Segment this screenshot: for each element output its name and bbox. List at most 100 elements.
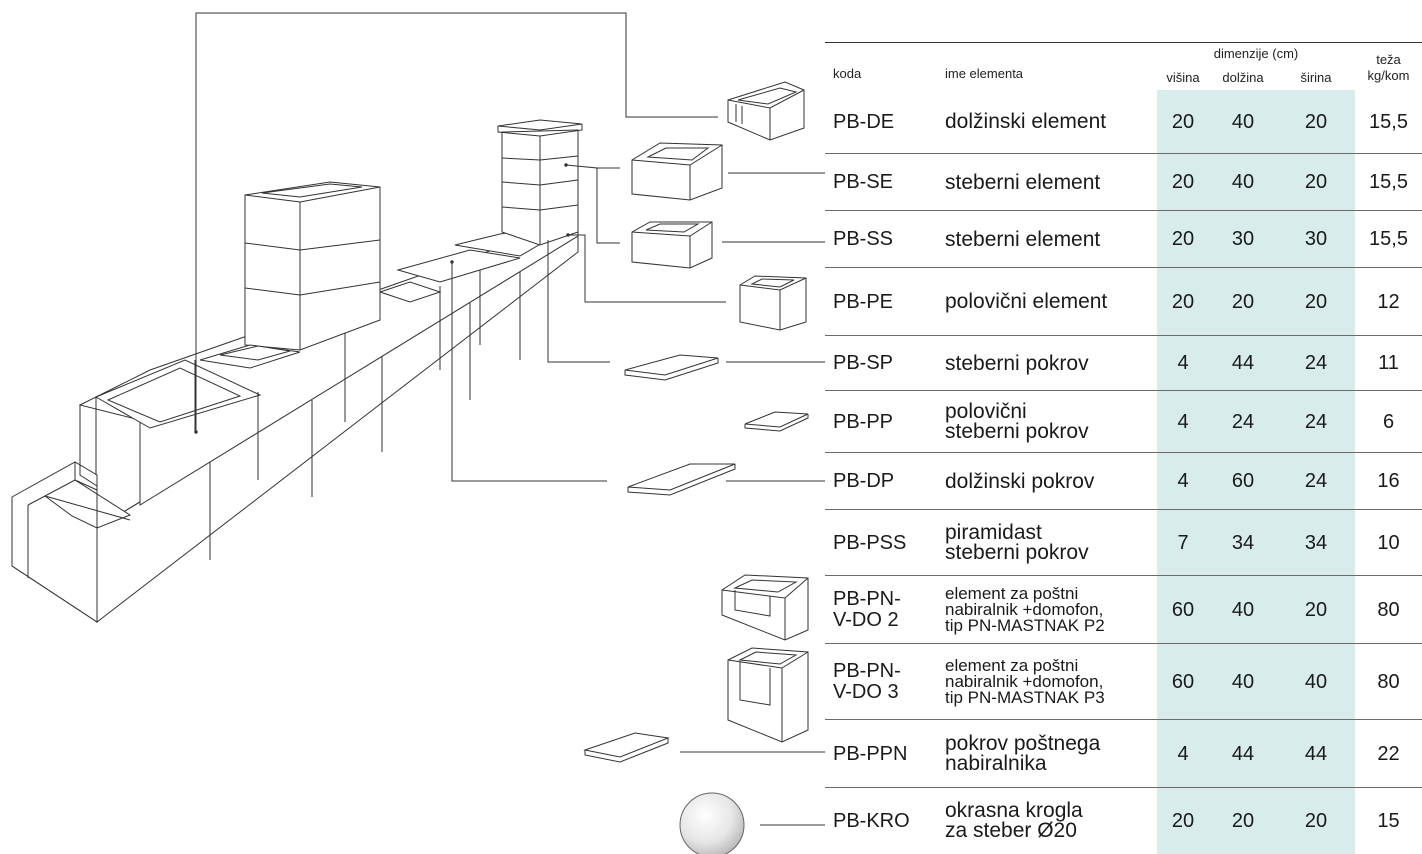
header-length: dolžina — [1222, 70, 1264, 85]
row-length: 24 — [1231, 410, 1255, 433]
row-code: PB-PPN — [833, 742, 908, 765]
row-height: 4 — [1177, 470, 1189, 492]
row-name: dolžinski element — [945, 110, 1107, 133]
row-width: 44 — [1304, 742, 1328, 765]
row-length: 44 — [1231, 352, 1255, 374]
row-code: PB-DE — [833, 110, 895, 133]
table-row: PB-KRO okrasna krogla za steber Ø20 20 20 20… — [825, 788, 1422, 854]
row-weight: 15,5 — [1369, 110, 1408, 133]
row-name: element za poštni nabiralnik +domofon, t… — [945, 584, 1105, 635]
row-name: polovični element — [945, 290, 1108, 313]
row-code: PB-SE — [833, 171, 894, 193]
element-ss-icon — [632, 222, 712, 268]
row-divider — [825, 719, 1422, 720]
dimensions-shade — [1157, 90, 1355, 854]
table-row: PB-PSS piramidast steberni pokrov 7 34 34 10 — [825, 510, 1422, 576]
row-divider — [825, 787, 1422, 788]
row-divider — [825, 390, 1422, 391]
row-length: 40 — [1231, 598, 1255, 621]
table-row: PB-PN- V-DO 2 element za poštni nabiralni… — [825, 576, 1422, 644]
row-name: piramidast steberni pokrov — [945, 521, 1089, 564]
row-weight: 80 — [1377, 670, 1400, 693]
row-weight: 11 — [1378, 352, 1399, 374]
row-width: 20 — [1304, 809, 1328, 832]
row-height: 20 — [1171, 110, 1195, 133]
header-weight-line2: kg/kom — [1367, 68, 1410, 83]
header-name: ime elementa — [945, 66, 1024, 81]
row-height: 20 — [1171, 171, 1195, 193]
element-ppn-icon — [585, 733, 668, 762]
row-weight: 80 — [1377, 598, 1400, 621]
row-length: 40 — [1231, 171, 1255, 193]
leader-lines — [196, 13, 825, 825]
row-code: PB-SS — [833, 228, 894, 250]
header-width: širina — [1300, 70, 1332, 85]
element-de-icon — [728, 82, 804, 140]
row-code: PB-PN- V-DO 2 — [833, 588, 901, 631]
row-weight: 6 — [1382, 410, 1395, 433]
row-code: PB-KRO — [833, 809, 910, 832]
row-height: 4 — [1177, 352, 1189, 374]
row-width: 20 — [1304, 110, 1328, 133]
element-pp-icon — [745, 412, 808, 431]
row-height: 60 — [1171, 670, 1195, 693]
row-weight: 10 — [1377, 531, 1400, 554]
row-weight: 16 — [1377, 470, 1400, 492]
row-code: PB-PSS — [833, 531, 907, 554]
wall-illustration — [12, 120, 582, 622]
header-weight: teža kg/kom — [1355, 52, 1422, 84]
row-name: element za poštni nabiralnik +domofon, t… — [945, 656, 1105, 707]
row-divider — [825, 643, 1422, 644]
row-width: 34 — [1304, 531, 1328, 554]
row-length: 20 — [1231, 809, 1255, 832]
element-pn3-icon — [728, 648, 808, 742]
row-width: 24 — [1304, 470, 1328, 492]
row-length: 34 — [1231, 531, 1255, 554]
row-name: okrasna krogla za steber Ø20 — [945, 799, 1083, 842]
row-height: 20 — [1171, 290, 1195, 313]
header-height: višina — [1166, 70, 1200, 85]
row-width: 24 — [1304, 352, 1328, 374]
element-pe-icon — [740, 276, 806, 330]
row-code: PB-SP — [833, 352, 894, 374]
row-width: 20 — [1304, 171, 1328, 193]
row-divider — [825, 335, 1422, 336]
row-height: 4 — [1177, 742, 1189, 765]
header-weight-line1: teža — [1376, 52, 1401, 67]
row-width: 20 — [1304, 598, 1328, 621]
row-width: 40 — [1304, 670, 1328, 693]
row-weight: 15,5 — [1369, 171, 1408, 193]
header-code: koda — [833, 66, 862, 81]
row-divider — [825, 267, 1422, 268]
element-sp-icon — [625, 355, 718, 380]
element-dp-icon — [628, 464, 735, 495]
row-name: polovični steberni pokrov — [945, 400, 1089, 443]
element-pn2-icon — [722, 575, 808, 640]
row-weight: 12 — [1377, 290, 1400, 313]
row-length: 40 — [1231, 110, 1255, 133]
table-row: PB-DE dolžinski element 20 40 20 15,5 — [825, 90, 1422, 154]
header-rule — [825, 42, 1422, 43]
row-length: 44 — [1231, 742, 1255, 765]
row-width: 30 — [1304, 228, 1328, 250]
row-name: steberni element — [945, 170, 1101, 194]
row-height: 60 — [1171, 598, 1195, 621]
row-height: 20 — [1171, 228, 1195, 250]
row-code: PB-PN- V-DO 3 — [833, 660, 901, 703]
row-name: steberni pokrov — [945, 351, 1089, 375]
row-divider — [825, 509, 1422, 510]
row-length: 40 — [1231, 670, 1255, 693]
row-weight: 22 — [1377, 742, 1400, 765]
row-height: 7 — [1177, 531, 1189, 554]
element-se-icon — [632, 143, 722, 200]
row-weight: 15 — [1377, 809, 1400, 832]
row-name: steberni element — [945, 227, 1101, 251]
row-name: dolžinski pokrov — [945, 469, 1095, 493]
table-row: PB-SE steberni element 20 40 20 15,5 — [825, 154, 1422, 211]
row-height: 20 — [1171, 809, 1195, 832]
row-weight: 15,5 — [1369, 228, 1408, 250]
